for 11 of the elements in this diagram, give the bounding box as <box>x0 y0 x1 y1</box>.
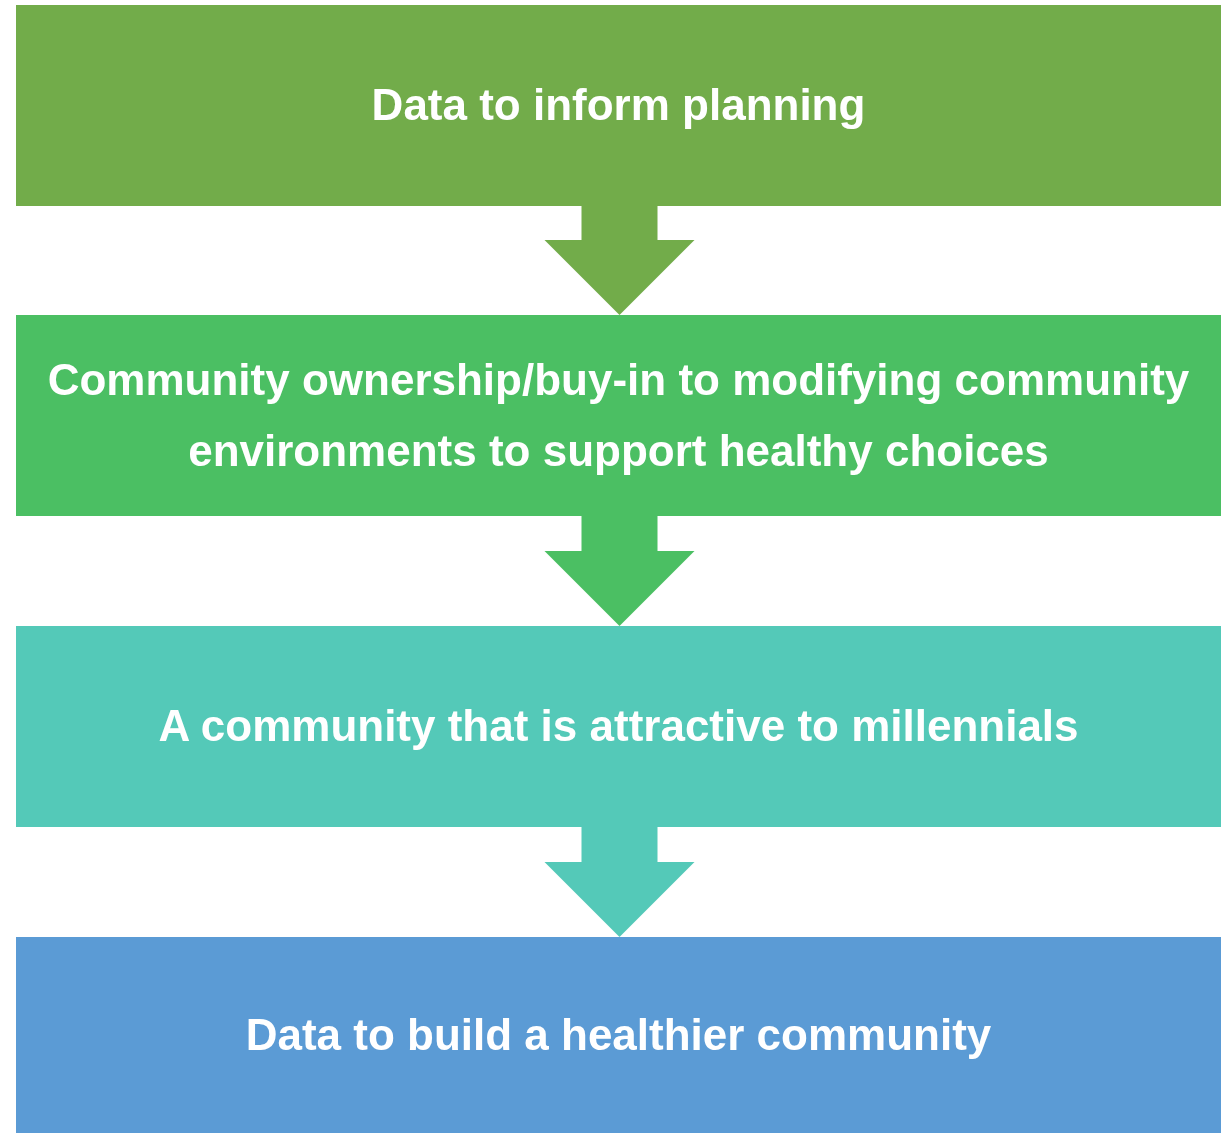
process-box <box>16 315 1221 516</box>
process-box <box>16 626 1221 827</box>
block-arrow <box>544 206 695 315</box>
box-label: A community that is attractive to millennials <box>158 700 1079 753</box>
box-label: Community ownership/buy-in to modifying community environments to support healthy choices <box>46 354 1191 477</box>
block-arrow <box>544 516 695 626</box>
block-arrow <box>544 827 695 937</box>
process-box <box>16 5 1221 206</box>
box-label: Data to build a healthier community <box>245 1008 992 1061</box>
box-label: Data to inform planning <box>371 79 866 132</box>
process-box <box>16 937 1221 1133</box>
